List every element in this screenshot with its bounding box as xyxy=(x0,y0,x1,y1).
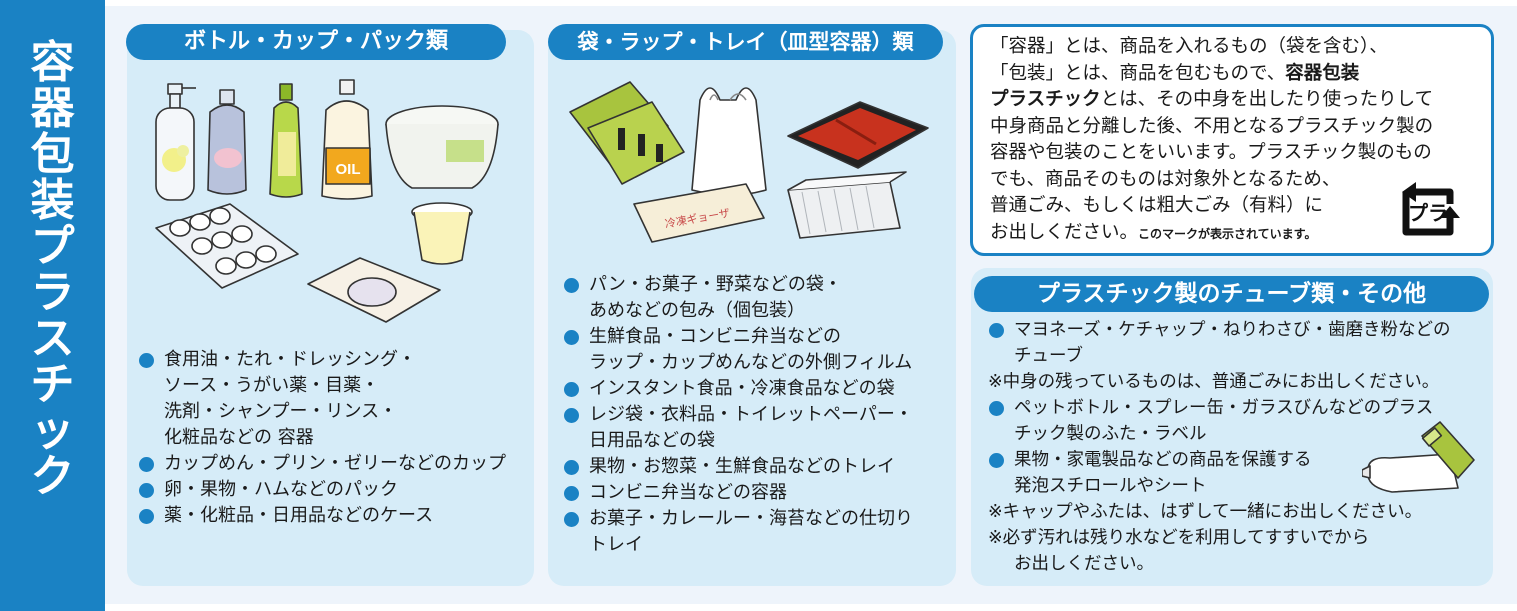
caution-note: ※キャップやふたは、はずして一緒にお出しください。 xyxy=(988,502,1423,522)
list-item: インスタント食品・冷凍食品などの袋 xyxy=(563,376,955,402)
list-item-line: パン・お菓子・野菜などの袋・ xyxy=(589,274,842,295)
bottle-cup-pack-illustration: OIL xyxy=(155,79,499,323)
list-item-line: 生鮮食品・コンビニ弁当などの xyxy=(589,326,841,347)
list-item: お菓子・カレールー・海苔などの仕切り トレイ xyxy=(563,506,955,558)
tube-other-heading: プラスチック製のチューブ類・その他 xyxy=(974,276,1489,312)
list-item-line: コンビニ弁当などの容器 xyxy=(589,482,787,503)
list-item-line: 薬・化粧品・日用品などのケース xyxy=(164,505,434,526)
caution-note: ※必ず汚れは残り水などを利用してすすいでから xyxy=(988,528,1370,548)
list-item: 果物・家電製品などの商品を保護する xyxy=(988,447,1488,473)
list-item-line: ラップ・カップめんなどの外側フィルム xyxy=(589,352,913,373)
side-title-char: ス xyxy=(30,313,75,364)
tube-other-list: マヨネーズ・ケチャップ・ねりわさび・歯磨き粉などの チューブ ※中身の残っている… xyxy=(988,317,1488,577)
side-title-char: プ xyxy=(30,221,75,272)
definition-text-segment: とは、その中身を出したり使ったりして xyxy=(1100,89,1434,110)
side-title-char: ク xyxy=(30,451,75,502)
gyoza-package xyxy=(633,183,765,243)
list-item: ペットボトル・スプレー缶・ガラスびんなどのプラス xyxy=(988,395,1488,421)
definition-text: 「容器」とは、商品を入れるもの（袋を含む）、 「包装」とは、商品を包むもので、容… xyxy=(990,34,1480,247)
side-title-char: 包 xyxy=(30,129,75,180)
list-item: カップめん・プリン・ゼリーなどのカップ xyxy=(138,451,530,477)
side-title-char: ラ xyxy=(30,267,75,318)
definition-line: 容器や包装のことをいいます。プラスチック製のもの xyxy=(990,142,1432,163)
list-item: 薬・化粧品・日用品などのケース xyxy=(138,503,530,529)
bag-wrap-tray-illustration: 冷凍ギョーザ xyxy=(569,81,929,243)
list-item-line: 果物・お惣菜・生鮮食品などのトレイ xyxy=(589,456,895,477)
list-item-line: トレイ xyxy=(589,534,643,555)
definition-line: お出しください。このマークが表示されています。 xyxy=(990,220,1480,248)
bowl-label xyxy=(446,140,484,162)
definition-bold-term: プラスチック xyxy=(990,89,1101,110)
list-item-line: 食用油・たれ・ドレッシング・ xyxy=(164,349,416,370)
side-title: 容 器 包 装 プ ラ ス チ ッ ク xyxy=(0,40,105,500)
side-title-char: ッ xyxy=(30,405,75,456)
list-item-continuation: チューブ xyxy=(1014,346,1083,366)
list-item-line: お菓子・カレールー・海苔などの仕切り xyxy=(589,508,913,529)
definition-line: でも、商品そのものは対象外となるため、 xyxy=(990,168,1341,190)
list-item-continuation: 発泡スチロールやシート xyxy=(1014,476,1207,496)
definition-text-segment: お出しください。 xyxy=(990,221,1139,243)
list-item: 卵・果物・ハムなどのパック xyxy=(138,477,530,503)
green-bottle-cap xyxy=(279,83,293,101)
list-item-line: ソース・うがい薬・目薬・ xyxy=(164,375,380,396)
definition-line: 「容器」とは、商品を入れるもの（袋を含む）、 xyxy=(990,36,1388,57)
tube-illustration xyxy=(1362,421,1475,493)
oil-label-bg xyxy=(325,147,371,185)
definition-line: 中身商品と分離した後、不用となるプラスチック製の xyxy=(990,115,1434,137)
list-item-line: あめなどの包み（個包装） xyxy=(589,300,805,321)
list-item: マヨネーズ・ケチャップ・ねりわさび・歯磨き粉などの xyxy=(988,317,1488,343)
pump-neck xyxy=(169,93,181,109)
tube-other-card xyxy=(971,268,1493,586)
mayonnaise-tube xyxy=(1367,453,1459,493)
list-item-line: インスタント食品・冷凍食品などの袋 xyxy=(589,378,895,399)
pudding-cup xyxy=(413,211,471,265)
side-title-char: 容 xyxy=(30,37,75,88)
definition-bold-term: 容器包装 xyxy=(1285,62,1360,84)
definition-line: 「包装」とは、商品を包むもので、容器包装 xyxy=(990,61,1480,88)
definition-line: 普通ごみ、もしくは粗大ごみ（有料）に xyxy=(990,195,1324,216)
medicine-case-window xyxy=(347,277,397,307)
side-title-char: 器 xyxy=(30,83,75,134)
bag-wrap-tray-heading: 袋・ラップ・トレイ（皿型容器）類 xyxy=(548,24,943,60)
definition-text-segment: 「包装」とは、商品を包むもので、 xyxy=(990,62,1286,84)
bottle-cup-pack-heading: ボトル・カップ・パック類 xyxy=(126,24,506,60)
list-item: パン・お菓子・野菜などの袋・ あめなどの包み（個包装） xyxy=(563,272,955,324)
oil-cap xyxy=(339,79,355,95)
list-item: レジ袋・衣料品・トイレットペーパー・ 日用品などの袋 xyxy=(563,402,955,454)
list-item-line: レジ袋・衣料品・トイレットペーパー・ xyxy=(589,404,913,425)
bag-wrap-tray-list: パン・お菓子・野菜などの袋・ あめなどの包み（個包装） 生鮮食品・コンビニ弁当な… xyxy=(563,272,955,558)
side-banner: 容 器 包 装 プ ラ ス チ ッ ク xyxy=(0,0,105,611)
clear-tray xyxy=(787,181,901,239)
side-title-char: 装 xyxy=(30,175,75,226)
caution-note-continuation: お出しください。 xyxy=(1014,554,1154,574)
oil-label: OIL xyxy=(336,161,361,178)
plastic-recycling-mark-icon: プラ xyxy=(1402,182,1460,236)
pump-bottle-bubble xyxy=(177,145,189,157)
list-item-line: 化粧品などの 容器 xyxy=(164,427,314,448)
bottle-cup-pack-list: 食用油・たれ・ドレッシング・ ソース・うがい薬・目薬・ 洗剤・シャンプー・リンス… xyxy=(138,347,530,529)
detergent-cap xyxy=(219,89,235,105)
list-item-line: 洗剤・シャンプー・リンス・ xyxy=(164,401,398,422)
definition-line: プラスチックとは、その中身を出したり使ったりして xyxy=(990,87,1480,114)
list-item: 食用油・たれ・ドレッシング・ ソース・うがい薬・目薬・ 洗剤・シャンプー・リンス… xyxy=(138,347,530,451)
list-item-line: カップめん・プリン・ゼリーなどのカップ xyxy=(164,453,506,474)
caution-note: ※中身の残っているものは、普通ごみにお出しください。 xyxy=(988,372,1440,392)
list-item: 果物・お惣菜・生鮮食品などのトレイ xyxy=(563,454,955,480)
pump-head xyxy=(167,83,183,95)
green-bottle-label xyxy=(278,132,296,176)
side-title-char: チ xyxy=(30,359,75,410)
mark-note: このマークが表示されています。 xyxy=(1138,226,1317,241)
list-item-line: 卵・果物・ハムなどのパック xyxy=(164,479,398,500)
list-item: コンビニ弁当などの容器 xyxy=(563,480,955,506)
detergent-bottle-label xyxy=(214,148,242,168)
mark-text: プラ xyxy=(1408,201,1448,225)
list-item: 生鮮食品・コンビニ弁当などの ラップ・カップめんなどの外側フィルム xyxy=(563,324,955,376)
shopping-bag xyxy=(691,87,767,196)
list-item-line: 日用品などの袋 xyxy=(589,430,715,451)
list-item-continuation: チック製のふた・ラベル xyxy=(1014,424,1207,444)
snack-wrapper-front xyxy=(587,101,685,185)
